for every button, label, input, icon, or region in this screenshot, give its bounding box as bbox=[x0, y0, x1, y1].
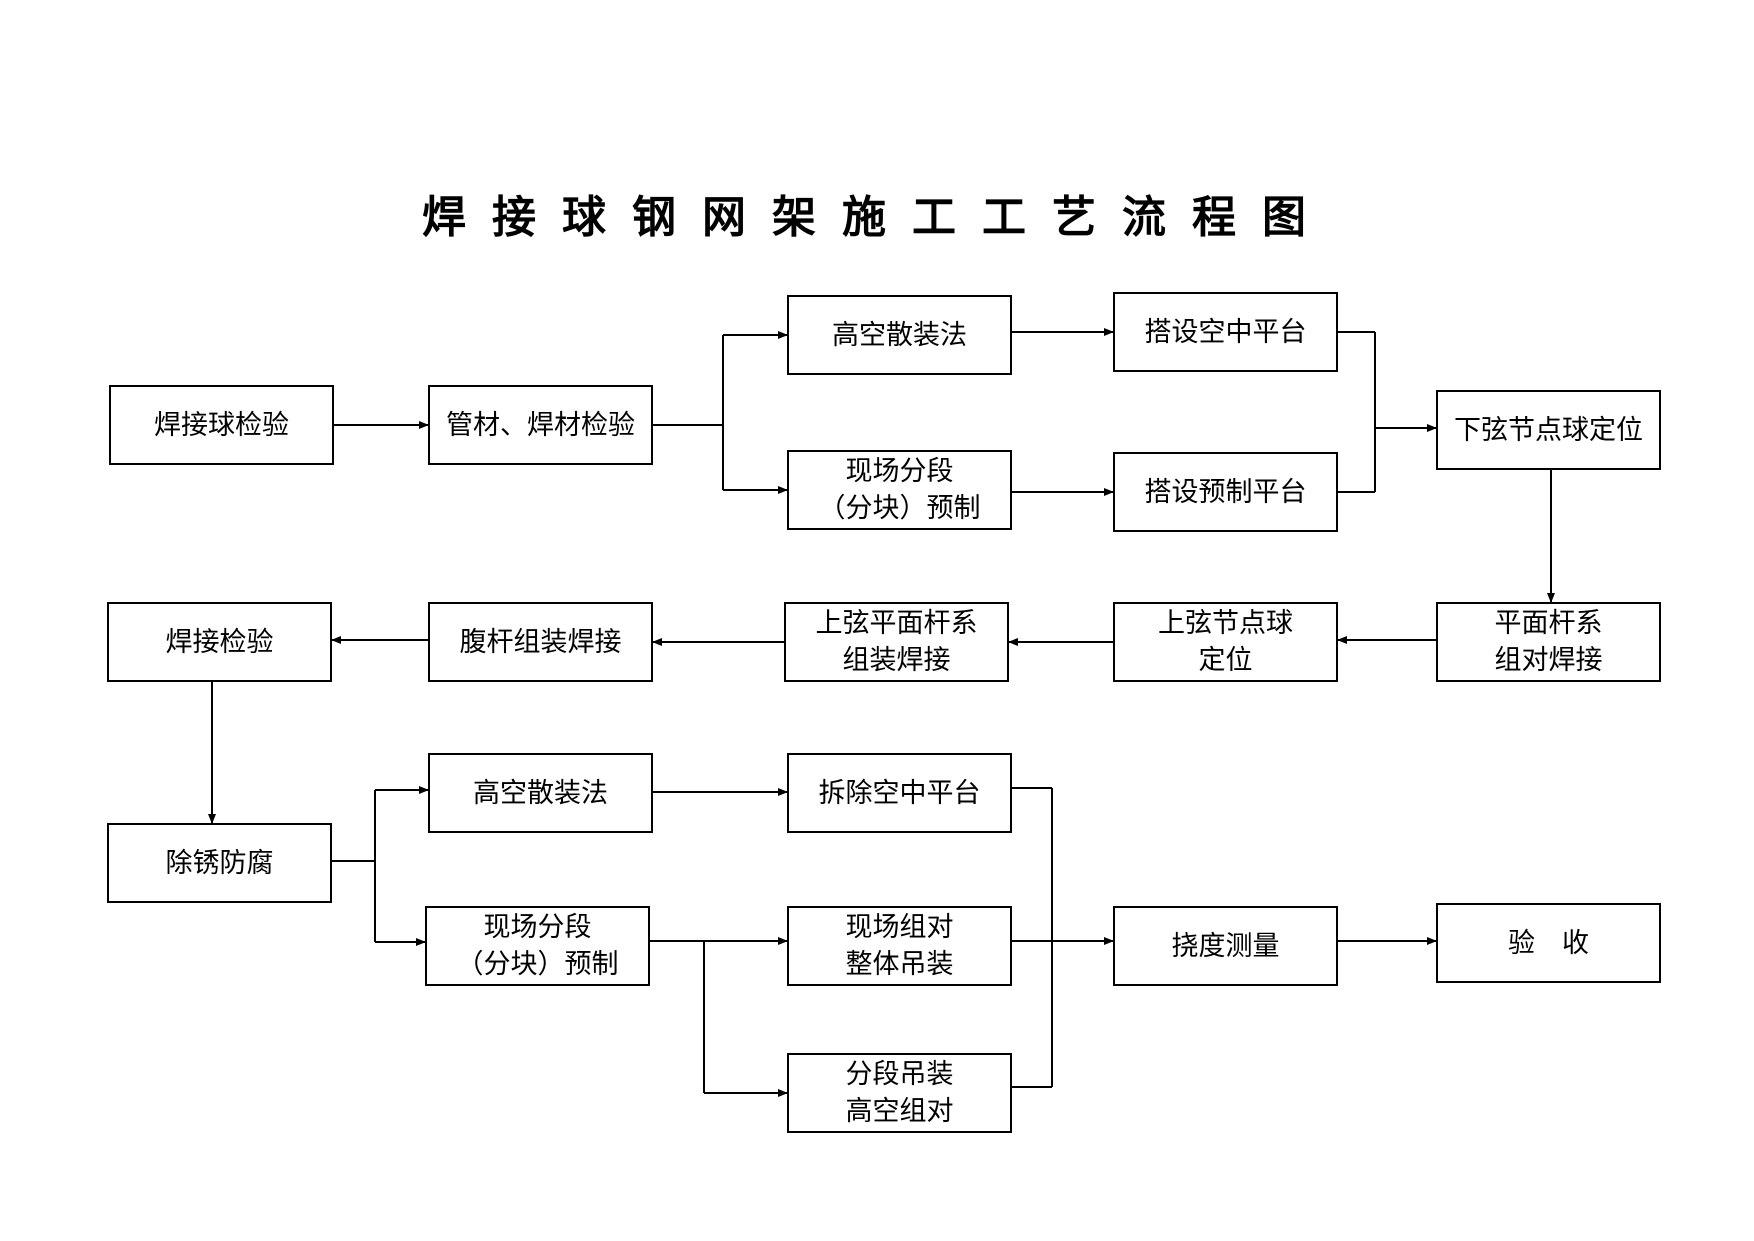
node-high-altitude-assembly-bottom: 高空散装法 bbox=[428, 753, 653, 833]
node-upper-chord-ball-positioning: 上弦节点球定位 bbox=[1113, 602, 1338, 682]
node-deflection-measurement: 挠度测量 bbox=[1113, 906, 1338, 986]
node-label-line: （分块）预制 bbox=[818, 493, 981, 524]
node-onsite-assembly-hoisting: 现场组对整体吊装 bbox=[787, 906, 1012, 986]
node-segment-prefabrication-bottom: 现场分段 （分块）预制 bbox=[425, 906, 650, 986]
node-erect-prefab-platform: 搭设预制平台 bbox=[1113, 452, 1338, 532]
node-label-line: 腹杆组装焊接 bbox=[459, 626, 622, 658]
node-label-line: 现场分段 bbox=[845, 456, 954, 487]
node-label-line: 搭设预制平台 bbox=[1144, 476, 1307, 508]
node-segment-prefabrication-top: 现场分段 （分块）预制 bbox=[787, 450, 1012, 530]
node-label-line: 分段吊装 bbox=[845, 1059, 954, 1090]
node-label-line: 焊接检验 bbox=[165, 626, 274, 658]
node-label-line: 现场组对 bbox=[845, 912, 954, 943]
node-acceptance: 验 收 bbox=[1436, 903, 1661, 983]
node-label-line: 搭设空中平台 bbox=[1144, 316, 1307, 348]
node-label-line: 验 收 bbox=[1508, 927, 1589, 959]
node-erect-aerial-platform: 搭设空中平台 bbox=[1113, 292, 1338, 372]
node-label-line: 组装焊接 bbox=[842, 645, 951, 676]
node-label-line: 平面杆系 bbox=[1494, 608, 1603, 639]
diagram-title: 焊接球钢网架施工工艺流程图 bbox=[422, 192, 1332, 243]
node-rust-removal-anticorrosion: 除锈防腐 bbox=[107, 823, 332, 903]
node-lower-chord-ball-positioning: 下弦节点球定位 bbox=[1436, 390, 1661, 470]
node-label-line: 下弦节点球定位 bbox=[1454, 414, 1643, 446]
node-web-member-welding: 腹杆组装焊接 bbox=[428, 602, 653, 682]
node-label-line: 高空组对 bbox=[845, 1096, 954, 1127]
node-label-line: 整体吊装 bbox=[845, 949, 954, 980]
node-label-line: （分块）预制 bbox=[456, 949, 619, 980]
node-label-line: 上弦平面杆系 bbox=[815, 608, 978, 639]
node-label-line: 焊接球检验 bbox=[154, 409, 289, 441]
node-label-line: 现场分段 bbox=[483, 912, 592, 943]
node-pipe-material-inspection: 管材、焊材检验 bbox=[428, 385, 653, 465]
node-label-line: 高空散装法 bbox=[473, 777, 608, 809]
node-remove-aerial-platform: 拆除空中平台 bbox=[787, 753, 1012, 833]
node-label-line: 挠度测量 bbox=[1171, 930, 1280, 962]
node-welded-ball-inspection: 焊接球检验 bbox=[109, 385, 334, 465]
node-plane-member-welding: 平面杆系组对焊接 bbox=[1436, 602, 1661, 682]
node-label-line: 除锈防腐 bbox=[165, 847, 274, 879]
node-upper-chord-plane-welding: 上弦平面杆系组装焊接 bbox=[784, 602, 1009, 682]
node-high-altitude-assembly-top: 高空散装法 bbox=[787, 295, 1012, 375]
node-label-line: 高空散装法 bbox=[832, 319, 967, 351]
node-weld-inspection: 焊接检验 bbox=[107, 602, 332, 682]
node-label-line: 上弦节点球 bbox=[1158, 608, 1293, 639]
node-label-line: 拆除空中平台 bbox=[818, 777, 981, 809]
node-segment-hoisting: 分段吊装高空组对 bbox=[787, 1053, 1012, 1133]
node-label-line: 定位 bbox=[1198, 645, 1253, 676]
node-label-line: 管材、焊材检验 bbox=[446, 409, 635, 441]
node-label-line: 组对焊接 bbox=[1494, 645, 1603, 676]
